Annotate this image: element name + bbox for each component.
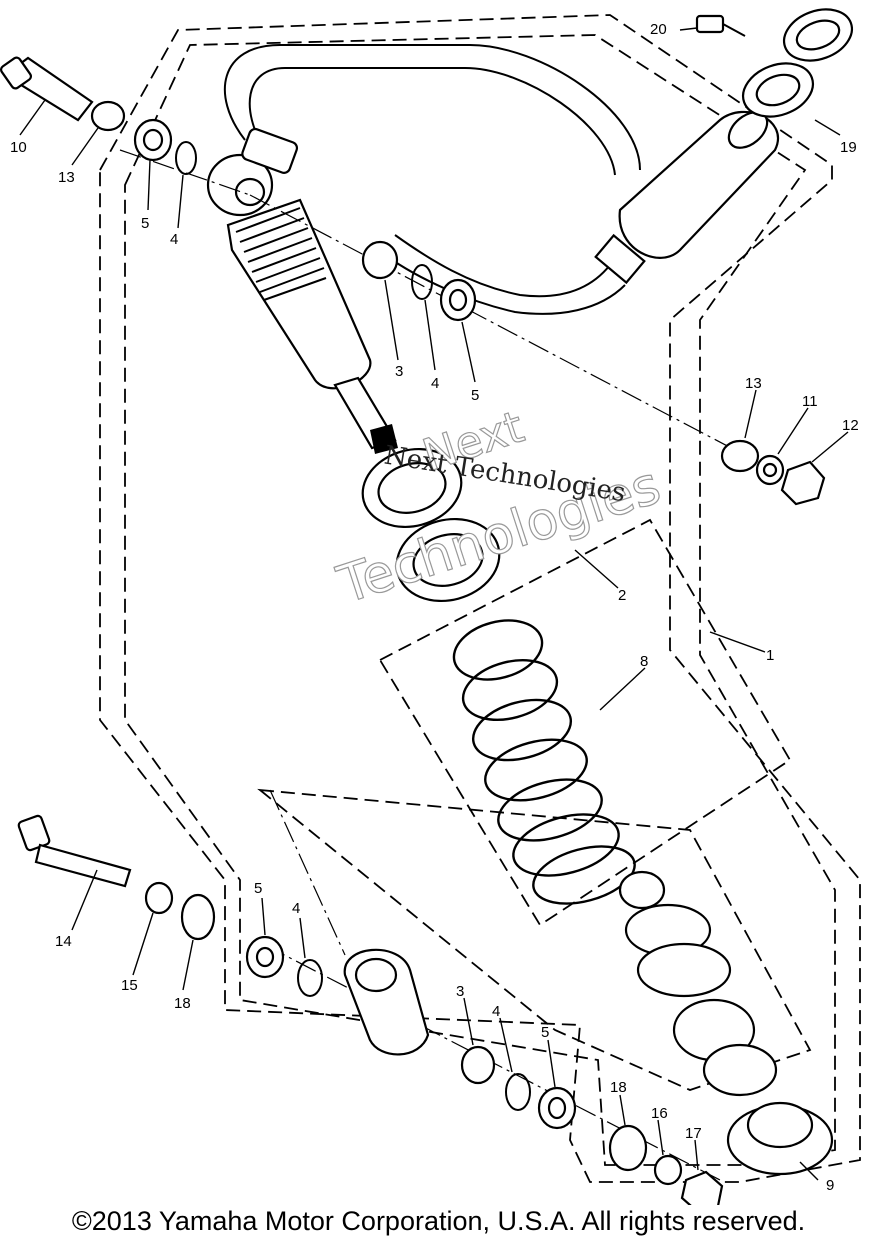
spring-seat-stack <box>618 870 778 1097</box>
part-label: 14 <box>55 933 72 950</box>
part-label: 4 <box>431 375 439 392</box>
part-label: 13 <box>745 375 762 392</box>
assembly-outline-inner <box>124 34 836 1166</box>
part-label: 9 <box>826 1177 834 1194</box>
part-label: 4 <box>170 231 178 248</box>
part-label: 18 <box>174 995 191 1012</box>
copyright-notice: ©2013 Yamaha Motor Corporation, U.S.A. A… <box>71 1206 806 1236</box>
part-label: 5 <box>541 1024 549 1041</box>
collar-upper <box>90 100 126 132</box>
lower-bolt <box>17 814 132 888</box>
shock-absorber-body <box>206 127 398 454</box>
shock-spring <box>452 619 636 905</box>
circlip-upper-right <box>411 264 433 300</box>
part-label: 3 <box>395 363 403 380</box>
part-label: 16 <box>651 1105 668 1122</box>
part-label: 11 <box>802 393 818 410</box>
part-label: 4 <box>292 900 300 917</box>
reservoir-clamp <box>742 8 853 118</box>
part-label: 20 <box>650 21 667 38</box>
reservoir-tank <box>594 110 779 285</box>
part-label: 12 <box>842 417 859 434</box>
bush-upper <box>361 240 399 280</box>
circlip-lower-right <box>505 1073 531 1111</box>
part-label: 17 <box>685 1125 702 1142</box>
part-label: 5 <box>254 880 262 897</box>
collar-lower-left <box>180 893 216 941</box>
axis-upper <box>249 194 736 451</box>
part-label: 15 <box>121 977 138 994</box>
part-label: 8 <box>640 653 648 670</box>
part-label: 4 <box>492 1003 500 1020</box>
part-label: 1 <box>766 647 774 664</box>
clamp-bolt <box>695 14 746 37</box>
collar-right <box>720 439 760 473</box>
nut-lower-right <box>680 1170 724 1205</box>
part-label: 5 <box>471 387 479 404</box>
washer-lower-right <box>653 1154 683 1186</box>
lower-clevis <box>343 948 430 1056</box>
leader-lines <box>19 27 849 1181</box>
assembly-outline-outer <box>99 14 861 1183</box>
part-label: 5 <box>141 215 149 232</box>
collar-lower-right <box>608 1124 648 1172</box>
part-label: 18 <box>610 1079 627 1096</box>
bush-lower <box>460 1045 496 1085</box>
nut-right <box>780 460 826 506</box>
washer-lower-left <box>144 881 174 915</box>
circlip-upper-left <box>175 141 197 175</box>
part-label: 19 <box>840 139 857 156</box>
part-label: 2 <box>618 587 626 604</box>
upper-bolt <box>0 56 94 122</box>
circlip-lower-left <box>297 959 323 997</box>
part-label: 10 <box>10 139 27 156</box>
part-label: 3 <box>456 983 464 1000</box>
spring-adjuster-rings <box>361 447 501 603</box>
lower-spring-seat <box>726 1101 834 1176</box>
part-label: 13 <box>58 169 75 186</box>
part-number-labels: 20 19 10 13 5 4 3 4 5 13 11 12 2 1 8 14 … <box>10 21 859 1194</box>
seat-sub-outline <box>378 518 792 927</box>
rear-suspension-exploded-diagram: 20 19 10 13 5 4 3 4 5 13 11 12 2 1 8 14 … <box>0 8 861 1205</box>
reservoir-hose <box>223 44 641 171</box>
